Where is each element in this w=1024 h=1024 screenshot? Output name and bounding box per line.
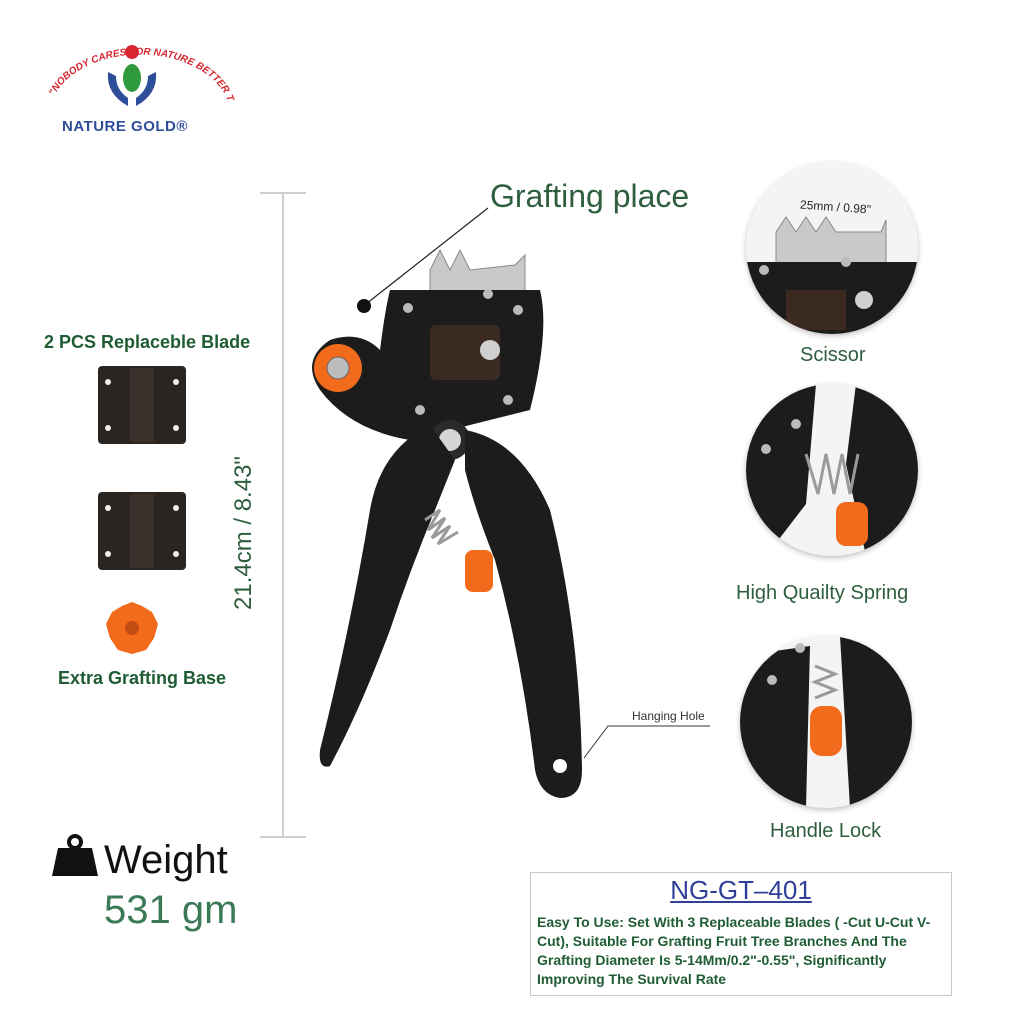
spring-detail-image [746, 384, 918, 556]
grafting-tool-image [312, 248, 582, 798]
dimension-label: 21.4cm / 8.43" [230, 456, 257, 610]
hanging-hole-pointer [583, 725, 710, 759]
hanging-hole-label: Hanging Hole [632, 709, 705, 723]
handle-lock-label: Handle Lock [770, 820, 882, 842]
replaceable-blade-image-2 [98, 492, 186, 570]
grafting-place-title: Grafting place [490, 178, 690, 214]
spring-label: High Quailty Spring [736, 582, 909, 604]
product-description: Easy To Use: Set With 3 Replaceable Blad… [537, 914, 931, 987]
grafting-pointer [357, 207, 489, 313]
handle-lock-detail-image [740, 636, 912, 808]
product-info-box: NG-GT–401 Easy To Use: Set With 3 Replac… [530, 872, 952, 996]
weight-value: 531 gm [104, 888, 238, 932]
logo-brand: NATURE GOLD® [62, 118, 188, 135]
logo-hands-icon [107, 45, 157, 106]
replaceable-blade-image-1 [98, 366, 186, 444]
dimension-cap-top [260, 192, 306, 194]
dimension-line [282, 192, 284, 836]
weight-label: Weight [104, 838, 228, 882]
grafting-base-image [106, 602, 158, 654]
dimension-cap-bottom [260, 836, 306, 838]
extra-grafting-base-title: Extra Grafting Base [58, 668, 227, 688]
model-number: NG-GT–401 [670, 875, 812, 905]
scissor-label: Scissor [800, 344, 866, 366]
weight-icon [52, 834, 98, 876]
scissor-detail-image [746, 162, 918, 334]
logo-slogan-arc: "NOBODY CARES FOR NATURE BETTER THAN US" [40, 30, 236, 104]
replaceable-blade-title: 2 PCS Replaceble Blade [44, 332, 251, 352]
